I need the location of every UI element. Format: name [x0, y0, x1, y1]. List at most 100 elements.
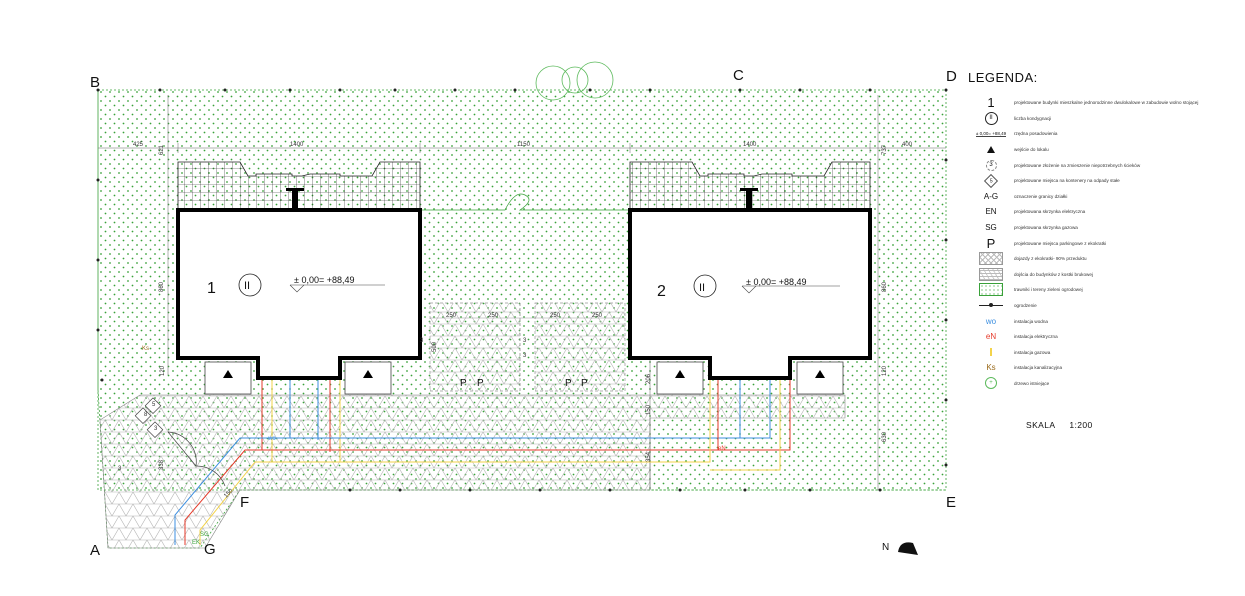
- corner-c: C: [733, 67, 744, 84]
- dim-top-5: 400: [902, 142, 913, 148]
- building-2: [628, 161, 872, 395]
- legend-row: EN projektowana skrzynka elektryczna: [968, 204, 1238, 220]
- parking-left: [429, 302, 521, 392]
- parking-p-1: P: [460, 378, 467, 389]
- dim-vert-1: 621: [159, 144, 165, 155]
- legend-row: ogrodzenie: [968, 298, 1238, 314]
- waste-boxes: [134, 397, 164, 438]
- building-1-level: ± 0,00= +88,49: [294, 275, 355, 285]
- building-2-number: 2: [657, 283, 666, 300]
- legend-symbol: ± 0,00= +88,49: [975, 130, 1007, 137]
- entrance-icon: [987, 146, 995, 154]
- building-1-zone: II: [244, 280, 250, 292]
- corner-a: A: [90, 542, 101, 559]
- legend-symbol: SG: [985, 223, 997, 233]
- building-1: [176, 161, 422, 395]
- legend-symbol: Ks: [986, 363, 996, 373]
- legend-text: wejście do lokalu: [1014, 147, 1049, 153]
- waste-container-icon: 5: [983, 173, 999, 188]
- legend-text: projektowana skrzynka gazowa: [1014, 225, 1078, 231]
- legend-row: dojazdy z ekokratki- 90% przeduktu: [968, 251, 1238, 267]
- legend-text: ogrodzenie: [1014, 303, 1037, 309]
- corner-d: D: [946, 68, 957, 85]
- legend-row: trawniki i tereny zieleni ogrodowej: [968, 282, 1238, 298]
- legend-symbol: 1: [987, 95, 995, 111]
- legend-text: dojścia do budynków z kostki brukowej: [1014, 271, 1093, 277]
- parking-p-4: P: [581, 378, 588, 389]
- legend-text: instalacja wodna: [1014, 318, 1048, 324]
- dim-park-2: 250: [488, 313, 499, 319]
- dim-vert-2: 737: [882, 144, 888, 155]
- legend-text: liczba kondygnacji: [1014, 115, 1052, 121]
- label-sg: SG: [200, 532, 209, 538]
- dim-top-2: 1400: [290, 142, 304, 148]
- driveway: [99, 394, 846, 549]
- legend-text: instalacja kanalizacyjna: [1014, 365, 1063, 371]
- grass-swatch: [979, 283, 1003, 297]
- label-ek: EK: [192, 540, 200, 546]
- legend-row: 5 projektowane miejsca na kontenery na o…: [968, 173, 1238, 189]
- legend-row: II liczba kondygnacji: [968, 111, 1238, 127]
- north-label: N: [882, 542, 890, 553]
- dim-small-8: 150: [223, 488, 235, 500]
- legend-symbol: A-G: [983, 191, 999, 201]
- utilities-house-1: [174, 378, 650, 545]
- dim-small-3: 206: [646, 373, 652, 384]
- dim-top-4: 1400: [743, 142, 757, 148]
- legend: LEGENDA: 1 projektowane budynki mieszkal…: [968, 70, 1238, 391]
- legend-text: projektowane budynki mieszkalne jednorod…: [1014, 100, 1199, 106]
- garden-fence: [420, 193, 630, 211]
- gate: [167, 431, 226, 487]
- paving-swatch: [979, 267, 1003, 281]
- parking-mark-3: 3: [420, 338, 424, 344]
- dim-small-4: 150: [646, 404, 652, 415]
- parking-mark-2: 3: [523, 353, 527, 359]
- dim-park-1: 250: [446, 313, 457, 319]
- fence-posts: [96, 88, 948, 492]
- parking-p-2: P: [477, 378, 484, 389]
- tree-icon: +: [985, 377, 997, 390]
- label-eight: 8: [144, 412, 148, 418]
- dim-top-1: 425: [133, 142, 144, 148]
- legend-text: drzewo istniejące: [1014, 380, 1050, 386]
- legend-symbol: 5: [989, 177, 993, 184]
- dim-small-1: 120: [160, 365, 166, 376]
- parking-p-3: P: [565, 378, 572, 389]
- legend-text: rzędna posadowienia: [1014, 131, 1058, 137]
- gas-line-icon: [990, 348, 992, 357]
- north-arrow-icon: [898, 542, 918, 555]
- parking-mark-1: 3: [523, 338, 527, 344]
- legend-row: instalacja gazowa: [968, 345, 1238, 361]
- dim-side-2: 860: [882, 281, 888, 292]
- dim-park-3: 250: [550, 313, 561, 319]
- legend-symbol: 3: [985, 159, 997, 171]
- legend-text: dojazdy z ekokratki- 90% przeduktu: [1014, 256, 1087, 262]
- legend-row: ± 0,00= +88,49 rzędna posadowienia: [968, 126, 1238, 142]
- building-2-zone: II: [699, 282, 705, 294]
- legend-row: P projektowane miejsca parkingowe z ekok…: [968, 235, 1238, 251]
- fence-icon: [979, 303, 1003, 308]
- corner-g: G: [204, 541, 216, 558]
- legend-row: dojścia do budynków z kostki brukowej: [968, 267, 1238, 283]
- dim-small-5: 354: [646, 451, 652, 462]
- legend-row: 3 projektowane złożenie na zmieszenie ni…: [968, 157, 1238, 173]
- legend-text: projektowane złożenie na zmieszenie niep…: [1014, 162, 1141, 168]
- legend-symbol: wo: [985, 316, 997, 326]
- legend-text: projektowane miejsca na kontenery na odp…: [1014, 178, 1120, 184]
- legend-row: SG projektowana skrzynka gazowa: [968, 220, 1238, 236]
- dim-top-3: 1150: [517, 142, 531, 148]
- legend-text: trawniki i tereny zieleni ogrodowej: [1014, 287, 1083, 293]
- legend-row: Ks instalacja kanalizacyjna: [968, 360, 1238, 376]
- legend-row: 1 projektowane budynki mieszkalne jednor…: [968, 95, 1238, 111]
- corner-b: B: [90, 74, 101, 91]
- parking-mark-4: 3: [118, 466, 122, 472]
- legend-text: instalacja elektryczna: [1014, 334, 1058, 340]
- corner-f: F: [240, 494, 250, 511]
- dim-small-6: 338: [159, 459, 165, 470]
- dim-small-9: 500: [432, 341, 438, 352]
- corner-e: E: [946, 494, 957, 511]
- legend-row: wejście do lokalu: [968, 142, 1238, 158]
- legend-row: A-G oznaczenie granicy działki: [968, 189, 1238, 205]
- label-wo: wo: [267, 436, 276, 442]
